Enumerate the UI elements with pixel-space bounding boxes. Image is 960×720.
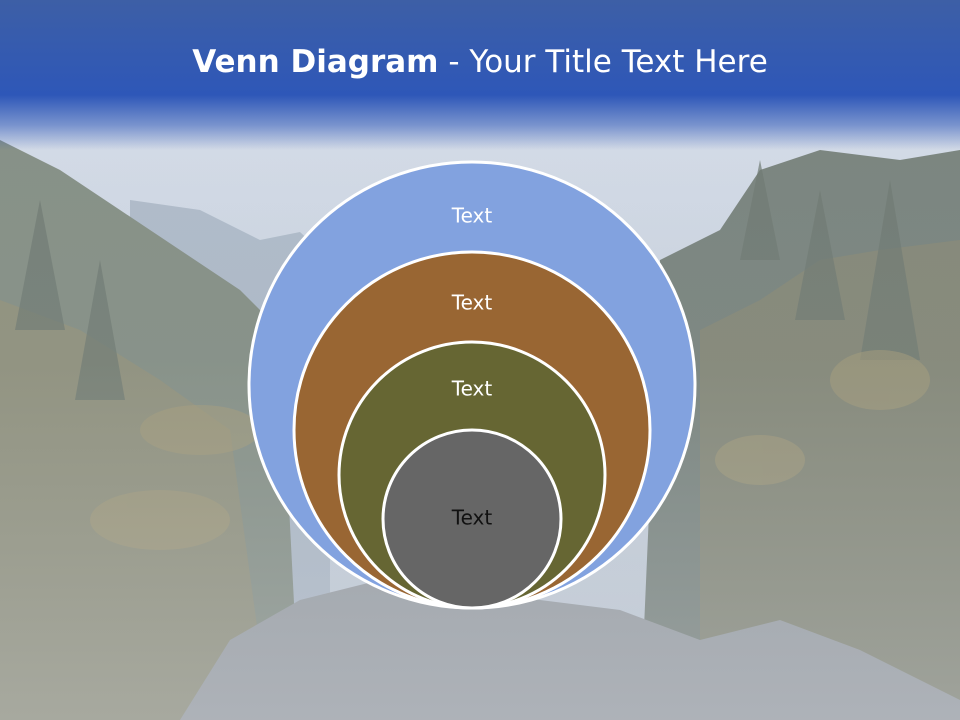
title-bar xyxy=(0,0,960,150)
title-rest: Your Title Text Here xyxy=(469,44,768,80)
ring-3-label: Text xyxy=(451,377,493,401)
title-separator: - xyxy=(438,44,470,80)
ring-4-label: Text xyxy=(451,506,493,530)
slide-title: Venn Diagram - Your Title Text Here xyxy=(0,42,960,82)
ring-4 xyxy=(381,428,563,610)
ring-1-label: Text xyxy=(451,204,493,228)
ring-2-label: Text xyxy=(451,291,493,315)
title-bold: Venn Diagram xyxy=(192,44,439,80)
